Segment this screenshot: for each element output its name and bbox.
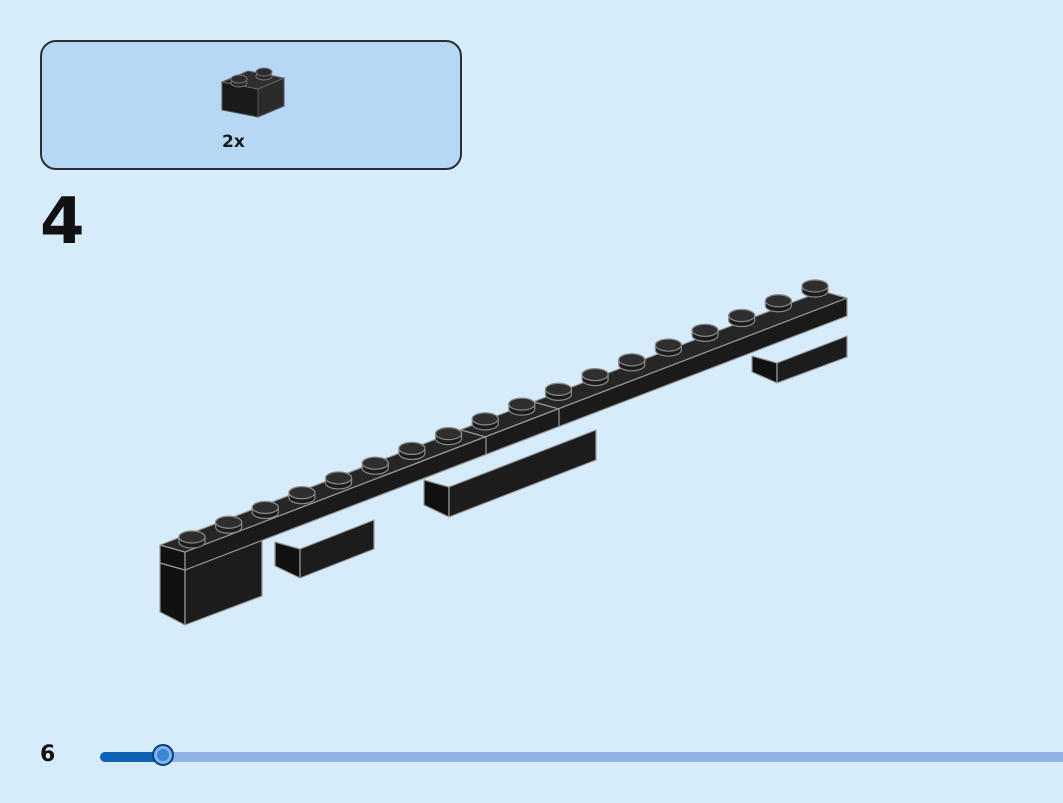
- stud: [215, 515, 243, 534]
- progress-bar: [100, 744, 1063, 766]
- stud: [251, 500, 279, 520]
- parts-list-panel: 2x: [40, 40, 462, 170]
- stud: [728, 308, 756, 328]
- support-brick: [159, 562, 186, 626]
- page-number: 6: [40, 742, 56, 767]
- step-number: 4: [40, 185, 85, 259]
- stud: [691, 323, 719, 342]
- part-item: 2x: [218, 62, 288, 154]
- stud: [544, 382, 573, 401]
- stud: [324, 471, 353, 490]
- progress-knob: [152, 744, 174, 766]
- stud: [434, 427, 463, 446]
- stud: [618, 353, 646, 372]
- stud: [764, 294, 792, 313]
- stud: [508, 397, 536, 416]
- stud: [288, 486, 316, 505]
- stud: [801, 279, 829, 298]
- stud: [471, 412, 499, 431]
- support-brick: [423, 479, 450, 518]
- stud: [581, 367, 609, 387]
- progress-fill: [100, 752, 163, 762]
- stud: [361, 456, 389, 475]
- support-brick: [274, 541, 301, 579]
- stud: [398, 441, 426, 461]
- part-quantity: 2x: [222, 132, 245, 152]
- brick-1x2-black-icon: [220, 67, 286, 118]
- support-brick: [751, 355, 778, 384]
- stud: [178, 530, 206, 549]
- stud: [654, 338, 683, 357]
